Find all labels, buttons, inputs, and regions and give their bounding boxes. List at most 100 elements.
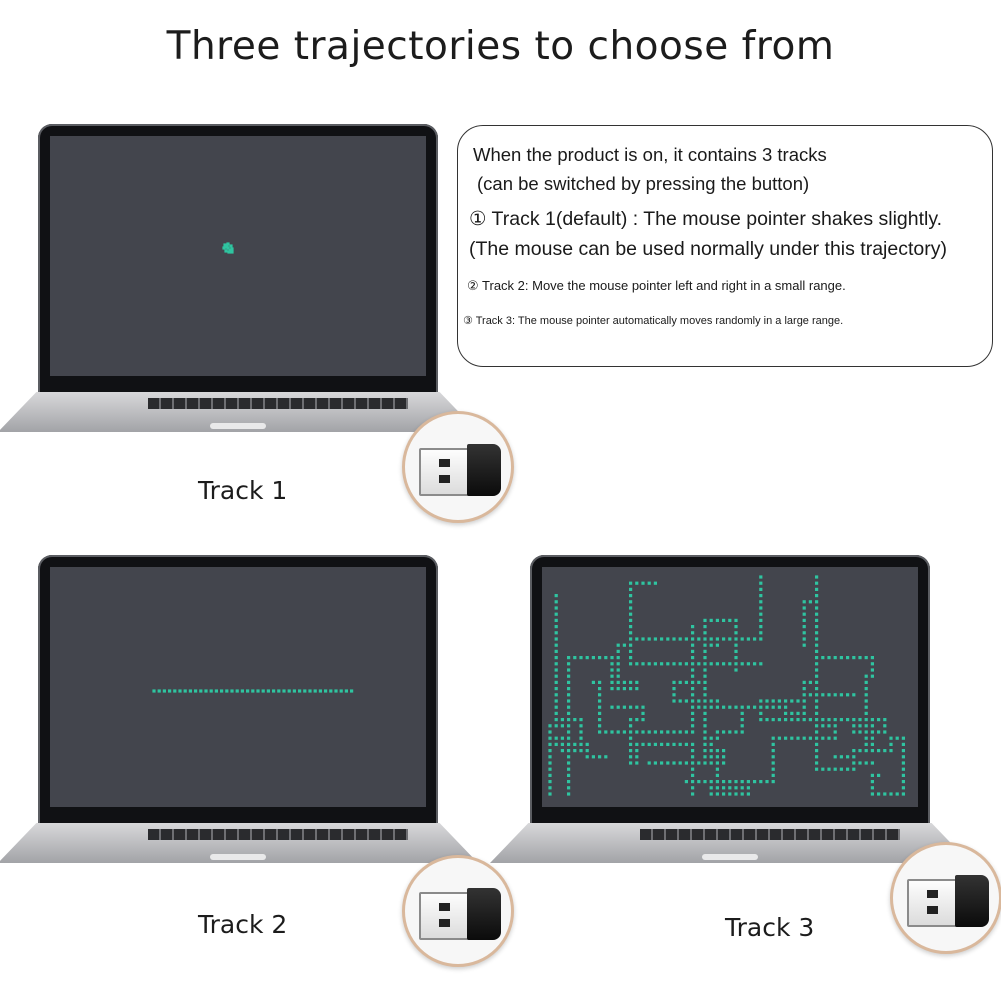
trail-dot <box>821 693 825 697</box>
trail-dot <box>734 643 738 647</box>
trail-dot <box>709 637 713 641</box>
trail-dot <box>567 736 571 740</box>
trail-dot <box>629 625 633 629</box>
trail-dot <box>728 662 732 666</box>
trail-dot <box>554 705 558 709</box>
trail-dot <box>709 749 713 753</box>
keyboard-icon <box>148 398 408 409</box>
trail-dot <box>746 792 750 796</box>
trail-dot <box>691 761 695 765</box>
trajectory-track-2 <box>152 689 354 693</box>
trail-dot <box>901 767 905 771</box>
trail-dot <box>703 705 707 709</box>
trail-dot <box>728 792 732 796</box>
trail-dot <box>802 631 806 635</box>
trail-dot <box>653 761 657 765</box>
trail-dot <box>691 792 695 796</box>
trail-dot <box>753 637 757 641</box>
trail-dot <box>591 755 595 759</box>
trail-dot <box>287 689 291 693</box>
trail-dot <box>864 680 868 684</box>
trail-dot <box>579 736 583 740</box>
trail-dot <box>759 699 763 703</box>
trail-dot <box>746 662 750 666</box>
usb-dongle-icon <box>890 842 1001 954</box>
trail-dot <box>629 594 633 598</box>
trail-dot <box>560 718 564 722</box>
trail-dot <box>629 643 633 647</box>
trail-dot <box>901 755 905 759</box>
trail-dot <box>220 689 224 693</box>
trail-dot <box>660 742 664 746</box>
trail-dot <box>697 699 701 703</box>
trail-dot <box>560 736 564 740</box>
trail-dot <box>691 674 695 678</box>
trail-dot <box>672 761 676 765</box>
trail-dot <box>554 724 558 728</box>
trail-dot <box>889 742 893 746</box>
trail-dot <box>610 668 614 672</box>
trail-dot <box>629 705 633 709</box>
trail-dot <box>647 637 651 641</box>
trail-dot <box>852 724 856 728</box>
trail-dot <box>548 749 552 753</box>
trail-dot <box>691 742 695 746</box>
trail-dot <box>209 689 213 693</box>
trail-dot <box>622 687 626 691</box>
trail-dot <box>703 699 707 703</box>
trail-dot <box>616 730 620 734</box>
trail-dot <box>641 662 645 666</box>
trail-dot <box>554 637 558 641</box>
trail-dot <box>554 631 558 635</box>
trail-dot <box>610 705 614 709</box>
trail-dot <box>901 736 905 740</box>
trail-dot <box>225 689 229 693</box>
trail-dot <box>635 662 639 666</box>
trail-dot <box>629 742 633 746</box>
trail-dot <box>579 742 583 746</box>
trail-dot <box>684 637 688 641</box>
trail-dot <box>815 643 819 647</box>
trail-dot <box>647 662 651 666</box>
trail-dot <box>870 780 874 784</box>
trail-dot <box>622 705 626 709</box>
trail-dot <box>703 649 707 653</box>
trail-dot <box>653 662 657 666</box>
trail-dot <box>641 742 645 746</box>
trail-dot <box>715 662 719 666</box>
trail-dot <box>827 724 831 728</box>
laptop-lid <box>38 124 438 394</box>
trail-dot <box>870 736 874 740</box>
trail-dot <box>684 699 688 703</box>
trail-dot <box>629 730 633 734</box>
trail-dot <box>298 689 302 693</box>
trail-dot <box>282 689 286 693</box>
trail-dot <box>616 674 620 678</box>
trail-dot <box>697 705 701 709</box>
trail-dot <box>827 656 831 660</box>
trail-dot <box>598 711 602 715</box>
trail-dot <box>864 749 868 753</box>
trail-dot <box>802 643 806 647</box>
trail-dot <box>703 693 707 697</box>
trail-dot <box>827 693 831 697</box>
info-track-1: ① Track 1(default) : The mouse pointer s… <box>469 208 943 230</box>
trail-dot <box>777 736 781 740</box>
trail-dot <box>759 612 763 616</box>
trail-dot <box>629 755 633 759</box>
trail-dot <box>815 699 819 703</box>
trail-dot <box>703 711 707 715</box>
trail-dot <box>858 761 862 765</box>
trail-dot <box>852 730 856 734</box>
trail-dot <box>548 780 552 784</box>
trail-dot <box>815 749 819 753</box>
trail-dot <box>318 689 322 693</box>
trail-dot <box>864 693 868 697</box>
trail-dot <box>815 736 819 740</box>
trail-dot <box>802 680 806 684</box>
trail-dot <box>759 581 763 585</box>
trail-dot <box>641 711 645 715</box>
trail-dot <box>554 649 558 653</box>
trail-dot <box>567 680 571 684</box>
trail-dot <box>858 730 862 734</box>
